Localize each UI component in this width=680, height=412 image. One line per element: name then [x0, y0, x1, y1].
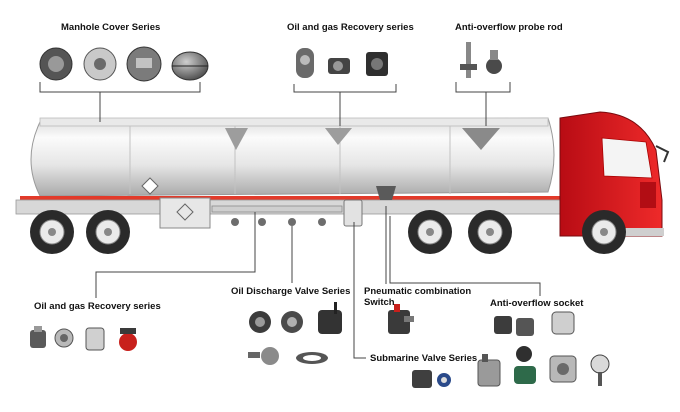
wheel: [408, 210, 452, 254]
chassis-stripe: [20, 196, 560, 201]
cabinet-diamond: [176, 203, 194, 221]
label-submarine: Submarine Valve Series: [370, 353, 478, 364]
label-antioverflow-rod: Anti-overflow probe rod: [455, 22, 563, 33]
pneumatic-box: [343, 199, 363, 227]
cab-bumper: [600, 228, 664, 236]
leader-antioverflow-socket: [389, 216, 541, 296]
valve-icon: [249, 311, 271, 333]
leader-lines: [39, 82, 541, 359]
manhole-cover-icon: [171, 51, 209, 81]
submarine-valve-icon: [477, 354, 501, 387]
valve-icon: [248, 347, 279, 365]
antioverflow-rod-parts: [460, 42, 502, 78]
probe-sensor-icon: [486, 50, 502, 74]
tank-sump: [325, 128, 352, 145]
manhole-parts: [39, 46, 209, 82]
hazard-diamond: [141, 177, 159, 195]
mirror: [655, 145, 670, 163]
cab-grille: [640, 182, 656, 208]
label-manhole: Manhole Cover Series: [61, 22, 161, 33]
tanker-truck: [15, 111, 670, 254]
bottom-valve: [376, 186, 396, 200]
coupler-icon: [30, 326, 46, 348]
vapor-recovery-valve-icon: [366, 52, 388, 76]
leader-oil-gas-bottom: [95, 212, 256, 298]
tank-sump: [225, 128, 248, 150]
discharge-parts: [248, 302, 342, 365]
submarine-valve-icon: [412, 370, 432, 388]
probe-rod-icon: [460, 42, 477, 78]
red-cap-icon: [119, 328, 137, 351]
socket-icon: [516, 318, 534, 336]
socket-icon: [549, 355, 577, 383]
tank-body: [30, 117, 555, 197]
socket-icon: [516, 346, 532, 362]
wheels: [30, 210, 626, 254]
wheel: [582, 210, 626, 254]
discharge-valves: [231, 218, 326, 226]
wheel: [468, 210, 512, 254]
manhole-cover-icon: [39, 47, 73, 81]
vapor-recovery-valve-icon: [296, 48, 314, 78]
tank-walkway: [39, 117, 549, 127]
wheel: [86, 210, 130, 254]
coupler-icon: [85, 327, 105, 351]
vapor-recovery-valve-icon: [328, 58, 350, 74]
label-oil-gas-top: Oil and gas Recovery series: [287, 22, 414, 33]
label-antioverflow-socket: Anti-overflow socket: [490, 298, 584, 309]
coupler-icon: [54, 328, 74, 348]
wheel: [30, 210, 74, 254]
socket-icon: [590, 354, 610, 386]
valve-icon: [318, 302, 342, 334]
oil-gas-bottom-parts: [30, 326, 137, 351]
manhole-cover-icon: [126, 46, 162, 82]
cab-window: [601, 137, 653, 179]
oil-gas-top-parts: [296, 48, 388, 78]
leader-submarine: [353, 222, 366, 359]
leader-antioverflow-rod: [455, 82, 511, 93]
submarine-parts: [412, 354, 501, 388]
valve-icon: [281, 311, 303, 333]
socket-icon: [494, 316, 512, 334]
pneumatic-parts: [388, 304, 414, 334]
tank-sump: [462, 128, 500, 150]
label-oil-gas-bottom: Oil and gas Recovery series: [34, 301, 161, 312]
manhole-cover-icon: [83, 47, 117, 81]
leader-manhole: [39, 82, 201, 93]
discharge-pipe: [211, 205, 343, 213]
label-oil-discharge: Oil Discharge Valve Series: [231, 286, 351, 297]
leader-oil-gas-top: [293, 84, 397, 93]
valve-cabinet: [159, 197, 211, 229]
submarine-valve-icon: [437, 373, 451, 387]
label-pneumatic: Pneumatic combination Switch: [364, 286, 472, 308]
socket-icon: [551, 311, 575, 335]
flange-ring-icon: [296, 352, 328, 364]
antioverflow-socket-parts: [494, 311, 610, 386]
pneumatic-switch-icon: [388, 304, 414, 334]
socket-icon: [514, 366, 536, 384]
